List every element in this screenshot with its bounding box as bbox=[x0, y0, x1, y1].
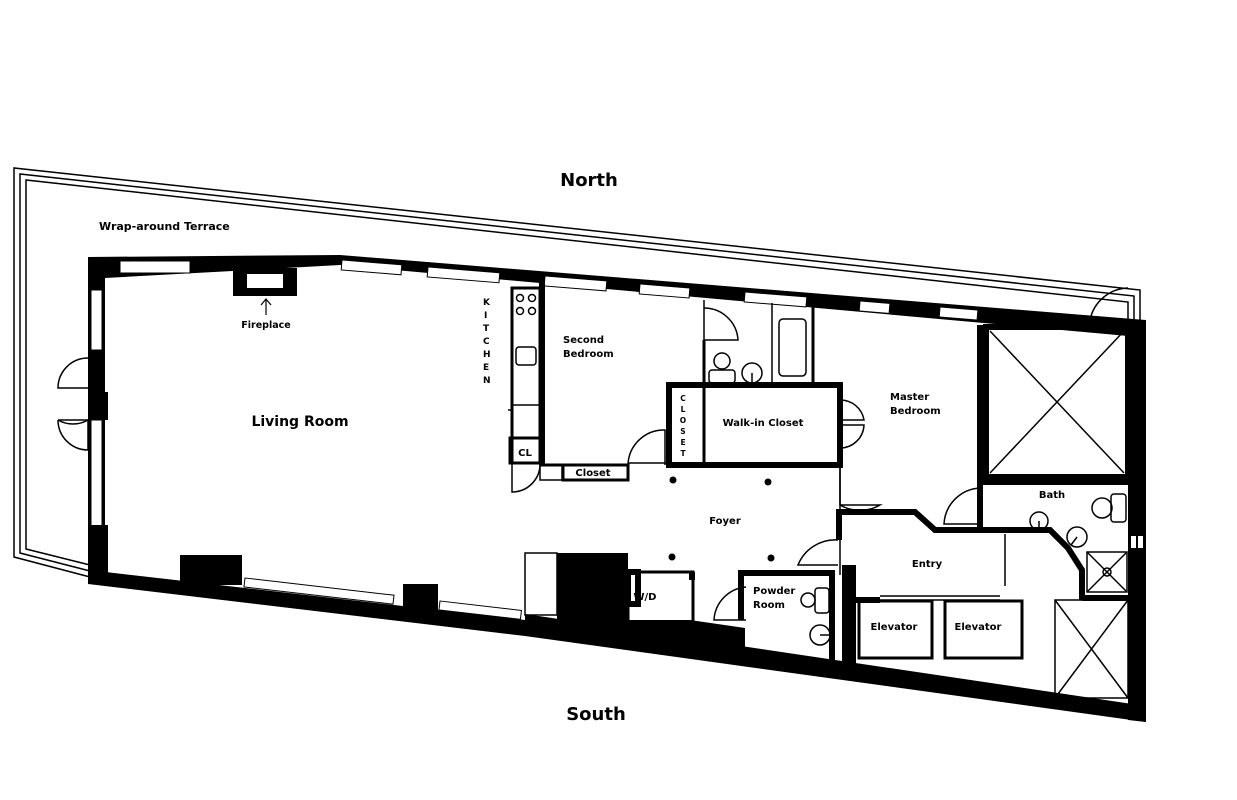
label-second-bedroom-2: Bedroom bbox=[563, 349, 614, 360]
label-master-bedroom-1: Master bbox=[890, 392, 929, 403]
fireplace bbox=[233, 268, 297, 315]
label-closet: Closet bbox=[575, 468, 610, 479]
label-powder-room-1: Powder bbox=[753, 586, 795, 597]
labels: North South Wrap-around Terrace Fireplac… bbox=[99, 170, 1065, 725]
label-cl: CL bbox=[518, 448, 532, 459]
label-master-bedroom-2: Bedroom bbox=[890, 406, 941, 417]
north-windows bbox=[90, 259, 979, 620]
label-fireplace: Fireplace bbox=[241, 320, 290, 331]
label-entry: Entry bbox=[912, 559, 943, 570]
label-wd: W/D bbox=[634, 592, 657, 603]
label-powder-room-2: Room bbox=[753, 600, 785, 611]
terrace-outline bbox=[13, 167, 1141, 578]
interior-walls bbox=[508, 280, 1143, 699]
label-terrace: Wrap-around Terrace bbox=[99, 220, 230, 233]
label-elevator-1: Elevator bbox=[871, 622, 918, 633]
label-walk-in-closet: Walk-in Closet bbox=[723, 418, 804, 429]
label-foyer: Foyer bbox=[709, 516, 741, 527]
label-living-room: Living Room bbox=[251, 414, 348, 430]
compass-south: South bbox=[566, 704, 626, 725]
compass-north: North bbox=[560, 170, 618, 191]
terrace-doors bbox=[57, 287, 1129, 451]
label-bath: Bath bbox=[1039, 490, 1065, 501]
label-second-bedroom-1: Second bbox=[563, 335, 604, 346]
wall-piers bbox=[88, 392, 438, 616]
label-elevator-2: Elevator bbox=[955, 622, 1002, 633]
